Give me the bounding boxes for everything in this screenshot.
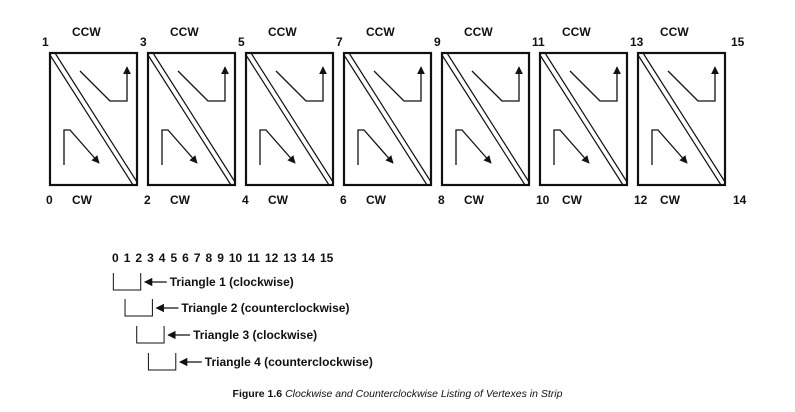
strip-square xyxy=(244,51,335,187)
cw-arrow-icon xyxy=(553,129,590,165)
vertex-number: 2 xyxy=(135,251,142,265)
diagonal-line xyxy=(152,52,236,183)
vertex-number: 12 xyxy=(265,251,279,265)
top-vertex-label: 11 xyxy=(532,35,545,49)
vertex-number: 14 xyxy=(302,251,316,265)
ccw-label: CCW xyxy=(562,25,591,39)
bottom-vertex-label: 12 xyxy=(634,193,648,207)
triangle-bracket xyxy=(124,299,153,317)
cw-arrow-icon xyxy=(357,129,394,165)
strip-square xyxy=(538,51,629,187)
diagonal-line xyxy=(343,54,428,186)
cw-arrow-icon xyxy=(455,129,492,165)
top-vertex-label: 1 xyxy=(42,35,49,49)
ccw-label: CCW xyxy=(464,25,493,39)
triangle-bracket xyxy=(112,273,142,291)
cw-label: CW xyxy=(268,193,289,207)
vertex-number: 6 xyxy=(182,251,189,265)
figure-number: Figure 1.6 xyxy=(232,388,283,400)
diagonal-line xyxy=(49,54,134,186)
cw-arrow-icon xyxy=(63,129,100,165)
bottom-vertex-label: 8 xyxy=(438,193,445,207)
strip-square xyxy=(636,51,727,187)
strip-square xyxy=(48,51,139,187)
ccw-label: CCW xyxy=(72,25,101,39)
ccw-label: CCW xyxy=(268,25,297,39)
bottom-vertex-label: 0 xyxy=(46,193,53,207)
vertex-number: 3 xyxy=(147,251,154,265)
top-vertex-label: 15 xyxy=(731,35,745,49)
triangle-label: Triangle 2 (counterclockwise) xyxy=(181,301,349,315)
diagonal-line xyxy=(245,54,330,186)
diagonal-line xyxy=(544,52,628,183)
figure-caption-text: Clockwise and Counterclockwise Listing o… xyxy=(285,388,563,400)
ccw-arrow-icon xyxy=(373,66,425,102)
cw-label: CW xyxy=(170,193,191,207)
diagonal-line xyxy=(539,54,624,186)
bottom-vertex-label: 10 xyxy=(536,193,550,207)
ccw-label: CCW xyxy=(170,25,199,39)
strip-square xyxy=(342,51,433,187)
triangle-label: Triangle 1 (clockwise) xyxy=(170,275,294,289)
vertex-number: 8 xyxy=(206,251,213,265)
figure-caption: Figure 1.6 Clockwise and Counterclockwis… xyxy=(0,388,795,400)
cw-label: CW xyxy=(464,193,485,207)
diagonal-line xyxy=(147,54,232,186)
vertex-number: 11 xyxy=(247,251,260,265)
vertex-number: 15 xyxy=(320,251,334,265)
diagonal-line xyxy=(446,52,530,183)
vertex-number: 13 xyxy=(283,251,297,265)
cw-label: CW xyxy=(72,193,93,207)
ccw-arrow-icon xyxy=(569,66,621,102)
top-vertex-label: 9 xyxy=(434,35,441,49)
strip-square xyxy=(440,51,531,187)
strip-square xyxy=(146,51,237,187)
ccw-arrow-icon xyxy=(275,66,327,102)
bottom-vertex-label: 6 xyxy=(340,193,347,207)
diagonal-line xyxy=(441,54,526,186)
vertex-number: 5 xyxy=(170,251,177,265)
vertex-number: 10 xyxy=(229,251,243,265)
diagonal-line xyxy=(54,52,138,183)
cw-arrow-icon xyxy=(259,129,296,165)
top-vertex-label: 3 xyxy=(140,35,147,49)
top-vertex-label: 7 xyxy=(336,35,343,49)
triangle-bracket xyxy=(147,353,177,371)
cw-label: CW xyxy=(660,193,681,207)
vertex-number: 1 xyxy=(124,251,131,265)
ccw-label: CCW xyxy=(366,25,395,39)
ccw-arrow-icon xyxy=(177,66,229,102)
cw-label: CW xyxy=(562,193,583,207)
top-vertex-label: 13 xyxy=(630,35,644,49)
diagonal-line xyxy=(348,52,432,183)
bottom-vertex-label: 2 xyxy=(144,193,151,207)
triangle-label: Triangle 3 (clockwise) xyxy=(193,328,317,342)
vertex-number: 4 xyxy=(159,251,166,265)
ccw-arrow-icon xyxy=(79,66,131,102)
ccw-label: CCW xyxy=(660,25,689,39)
ccw-arrow-icon xyxy=(471,66,523,102)
triangle-label: Triangle 4 (counterclockwise) xyxy=(205,355,373,369)
diagonal-line xyxy=(250,52,334,183)
top-vertex-label: 5 xyxy=(238,35,245,49)
cw-label: CW xyxy=(366,193,387,207)
vertex-number: 0 xyxy=(112,251,119,265)
bottom-vertex-label: 14 xyxy=(733,193,747,207)
vertex-number: 7 xyxy=(194,251,201,265)
cw-arrow-icon xyxy=(161,129,198,165)
cw-arrow-icon xyxy=(651,129,688,165)
ccw-arrow-icon xyxy=(667,66,719,102)
bottom-vertex-label: 4 xyxy=(242,193,249,207)
diagonal-line xyxy=(642,52,726,183)
diagonal-line xyxy=(637,54,722,186)
vertex-number: 9 xyxy=(217,251,224,265)
triangle-bracket xyxy=(136,326,165,344)
